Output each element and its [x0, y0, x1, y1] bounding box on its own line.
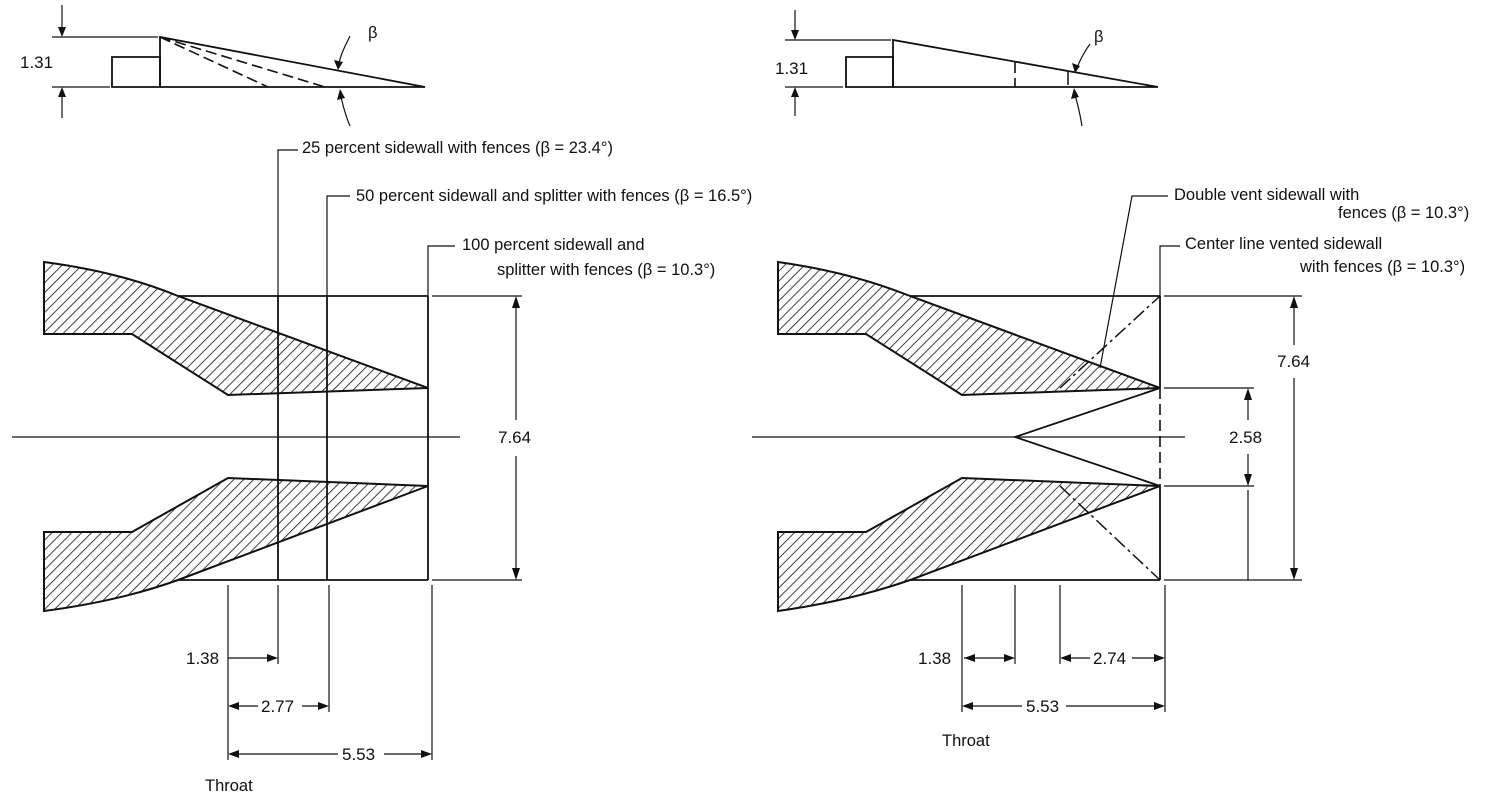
right-dim-5-53: 5.53	[1026, 697, 1059, 716]
annotation-double-vent-line1: Double vent sidewall with	[1174, 186, 1359, 204]
left-dim-2-77: 2.77	[261, 697, 294, 716]
annotation-50-percent: 50 percent sidewall and splitter with fe…	[356, 187, 752, 205]
right-gap-dim: 2.58	[1229, 428, 1262, 447]
left-throat-label: Throat	[205, 777, 253, 795]
left-side-view: 1.31 β	[20, 5, 426, 127]
annotation-100-percent-line2: splitter with fences (β = 10.3°)	[497, 261, 715, 279]
left-dim-5-53: 5.53	[342, 745, 375, 764]
right-beta-label: β	[1094, 28, 1104, 46]
annotation-double-vent-line2: fences (β = 10.3°)	[1338, 204, 1469, 222]
left-height-dim: 7.64	[498, 428, 531, 447]
annotation-100-percent-line1: 100 percent sidewall and	[462, 236, 645, 254]
right-dim-1-38: 1.38	[918, 649, 951, 668]
right-side-view: 1.31 β	[775, 10, 1159, 127]
left-depth-dim: 1.31	[20, 53, 53, 72]
left-dim-1-38: 1.38	[186, 649, 219, 668]
right-throat-label: Throat	[942, 732, 990, 750]
annotation-centerline-vented-line2: with fences (β = 10.3°)	[1299, 258, 1465, 276]
right-depth-dim: 1.31	[775, 59, 808, 78]
annotation-centerline-vented-line1: Center line vented sidewall	[1185, 235, 1382, 253]
right-height-dim: 7.64	[1277, 352, 1310, 371]
left-plan-view: 25 percent sidewall with fences (β = 23.…	[12, 139, 752, 795]
left-beta-label: β	[368, 24, 378, 42]
right-plan-view: Double vent sidewall with fences (β = 10…	[752, 186, 1469, 750]
annotation-25-percent: 25 percent sidewall with fences (β = 23.…	[302, 139, 613, 157]
right-dim-2-74: 2.74	[1093, 649, 1126, 668]
